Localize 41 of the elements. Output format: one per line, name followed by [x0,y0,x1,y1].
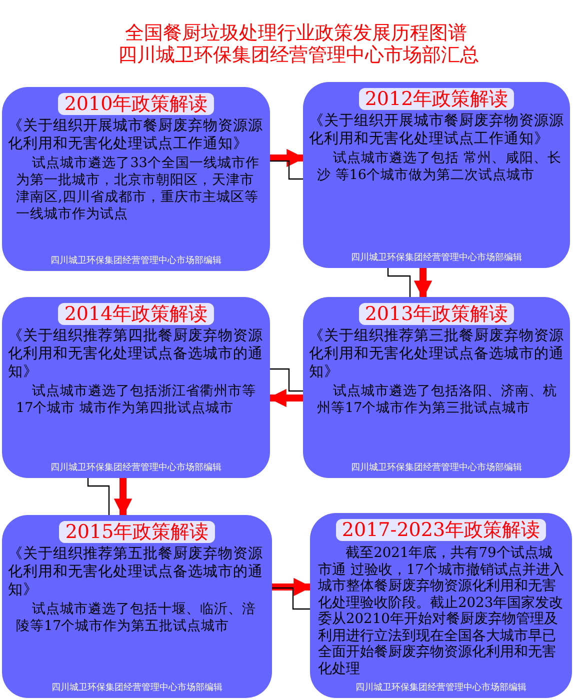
card-heading: 2017-2023年政策解读 [336,519,546,541]
connector-line [270,160,303,180]
connector-line [270,368,303,392]
card-body-text: 试点城市遴选了33个全国一线城市作为第一批城市，北京市朝阳区，天津市津南区,四川省成都市，重庆市主城区等一线城市作为试点 [15,154,260,223]
arrow [270,148,305,168]
arrow [272,578,312,596]
card-body-text: 试点城市遴选了包括 常州、咸阳、长沙 等16个城市做为第二次试点城市 [316,149,562,184]
editor-note: 四川城卫环保集团经营管理中心市场部编辑 [50,256,222,267]
policy-card [2,87,270,271]
document-title: 《关于组织开展城市餐厨废弃物资源源化利用和无害化处理试点工作通知》 [7,117,264,153]
editor-note: 四川城卫环保集团经营管理中心市场部编辑 [354,683,528,694]
card-body-text: 试点城市遴选了包括洛阳、济南、杭州等17个城市作为第三批试点城市 [316,382,558,417]
card-heading: 2013年政策解读 [358,303,514,325]
arrow [114,478,132,517]
document-title: 《关于组织开展城市餐厨废弃物资源源化利用和无害化处理试点工作通知》 [308,112,565,148]
arrow [414,268,432,299]
title: 全国餐厨垃圾处理行业政策发展历程图谱 [125,22,467,44]
policy-card [303,82,570,268]
document-title: 《关于组织推荐第三批餐厨废弃物资源化利用和无害化处理试点备选城市的通知》 [308,327,565,381]
subtitle: 四川城卫环保集团经营管理中心市场部汇总 [118,44,479,66]
card-heading: 2014年政策解读 [58,303,214,325]
connector-line [387,268,411,297]
policy-card [303,297,570,478]
card-heading: 2010年政策解读 [58,93,214,115]
document-title: 《关于组织推荐第五批餐厨废弃物资源化利用和无害化处理试点备选城市的通知》 [7,545,264,599]
editor-note: 四川城卫环保集团经营管理中心市场部编辑 [50,683,224,694]
editor-note: 四川城卫环保集团经营管理中心市场部编辑 [50,463,222,474]
connector-line [87,478,110,515]
policy-card [310,513,572,698]
policy-card [2,515,272,698]
arrow [268,388,303,408]
card-body-text: 截至2021年底，共有79个试点城市通 过验收，17个城市撤销试点并进入城市整体餐厨废弃物资源化利用和无害化处理验收阶段。截止2023年国家发改委从20210年开始对餐厨废弃物管理及利用进行立法到现在全国各大城市早已全面开始餐厨废弃物资源化利用和无害化处理 [317,544,565,677]
card-heading: 2012年政策解读 [358,88,514,110]
editor-note: 四川城卫环保集团经营管理中心市场部编辑 [350,463,523,474]
editor-note: 四川城卫环保集团经营管理中心市场部编辑 [350,253,523,264]
document-title: 《关于组织推荐第四批餐厨废弃物资源化利用和无害化处理试点备选城市的通知》 [7,327,264,381]
connector-line [272,587,310,610]
card-body-text: 试点城市遴选了包括十堰、临沂、涪陵等17个城市作为第五批试点城市 [15,600,258,635]
card-heading: 2015年政策解读 [59,521,215,543]
policy-card [2,297,270,478]
card-body-text: 试点城市遴选了包括浙江省衢州市等17个城市 城市作为第四批试点城市 [15,382,258,417]
